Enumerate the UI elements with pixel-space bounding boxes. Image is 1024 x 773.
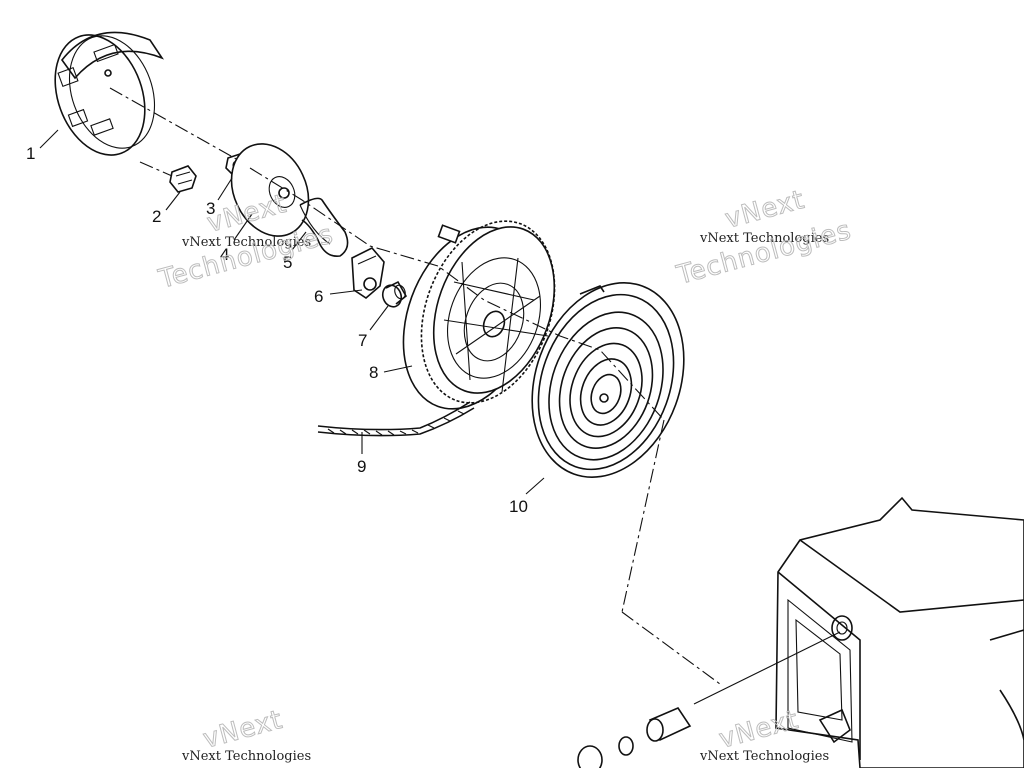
callout-10: 10 (509, 497, 528, 516)
callout-5: 5 (283, 253, 292, 272)
part-5-spring-clip (299, 197, 349, 257)
part-9-starter-rope (317, 401, 475, 437)
watermark-word-6: vNext (716, 705, 802, 755)
callout-9: 9 (357, 457, 366, 476)
callout-3: 3 (206, 199, 215, 218)
callout-1: 1 (26, 144, 35, 163)
watermark-company-2: vNext Technologies (699, 231, 829, 246)
watermark-word-5: vNext (200, 705, 286, 755)
part-8-rope-pulley (402, 220, 556, 410)
watermark-lower-left: vNext vNext Technologies (181, 704, 311, 764)
bottom-hardware (577, 707, 692, 773)
fan-housing-cover (775, 496, 1024, 769)
part-6-ratchet-pawl (351, 247, 385, 300)
part-1-ratchet-cup (54, 31, 165, 156)
watermark-company-1: vNext Technologies (181, 235, 311, 250)
assembly-axis-lines (109, 87, 841, 705)
callout-2: 2 (152, 207, 161, 226)
watermark-word-3: vNext (722, 185, 808, 235)
watermark-upper-right: vNext vNext Technologies Technologies (673, 184, 856, 291)
part-10-recoil-spring (531, 282, 685, 478)
watermark-word-4: Technologies (673, 215, 855, 291)
callout-4: 4 (220, 245, 229, 264)
callout-8: 8 (369, 363, 378, 382)
watermark-company-3: vNext Technologies (181, 749, 311, 764)
part-4-friction-plate (230, 143, 310, 237)
callout-7: 7 (358, 331, 367, 350)
leader-lines (39, 129, 545, 495)
callout-6: 6 (314, 287, 323, 306)
watermark-company-4: vNext Technologies (699, 749, 829, 764)
part-2-bolt (169, 165, 197, 193)
callout-numbers: 1 2 3 4 5 6 7 8 9 10 (26, 144, 528, 516)
part-7-bushing (381, 280, 408, 308)
watermark-word-2: Technologies (155, 219, 337, 295)
